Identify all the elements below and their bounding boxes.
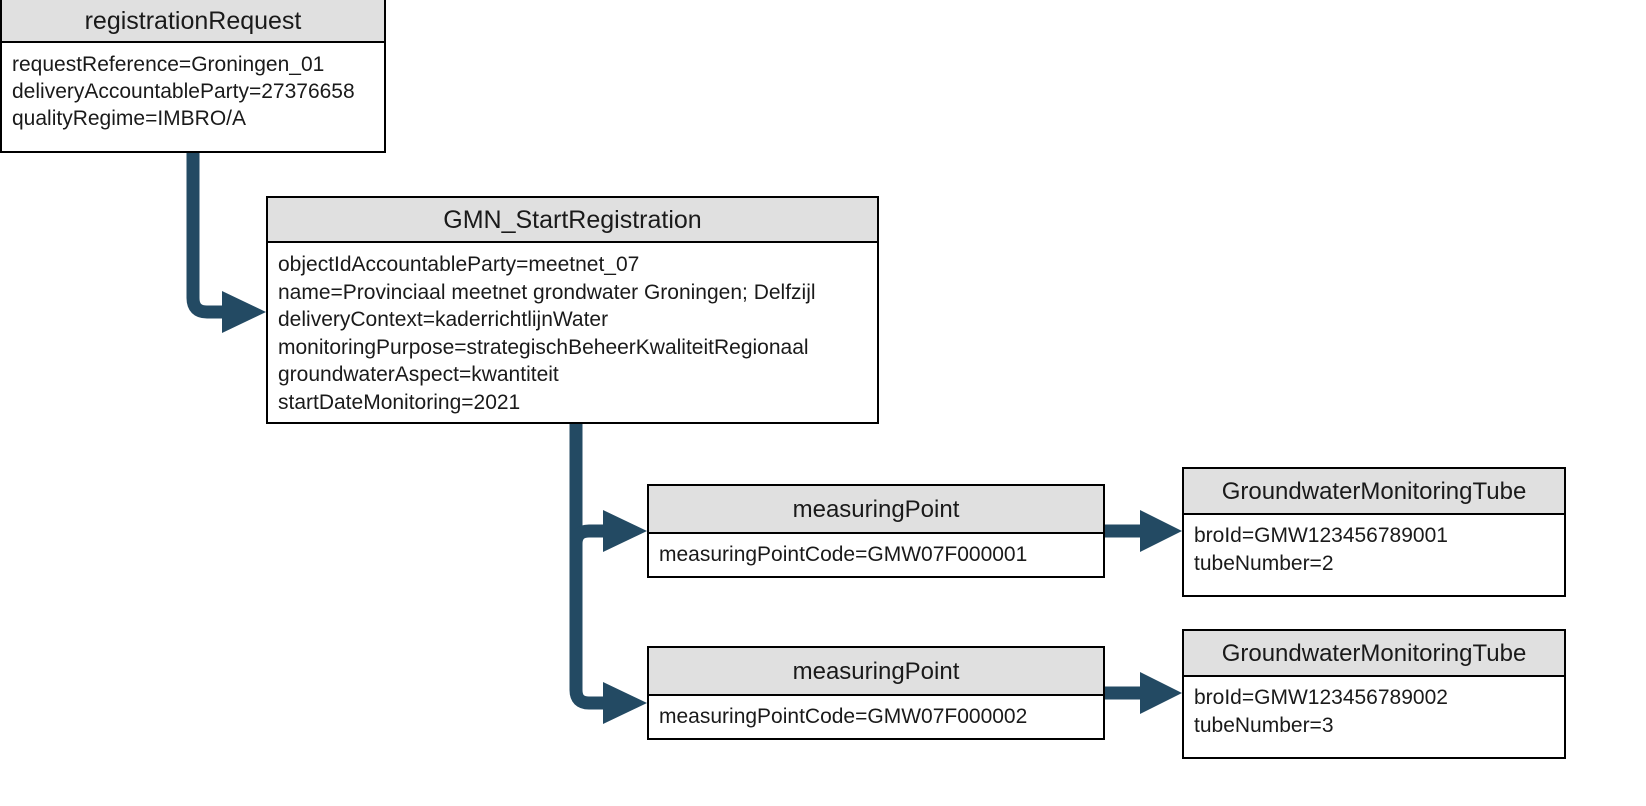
attribute-line: tubeNumber=3 (1194, 714, 1334, 737)
attribute-line: measuringPointCode=GMW07F000001 (659, 543, 1028, 566)
attribute-line: qualityRegime=IMBRO/A (12, 107, 247, 130)
attribute-line: tubeNumber=2 (1194, 552, 1334, 575)
object-title-gmn-start-registration: GMN_StartRegistration (268, 198, 877, 243)
attribute-line: measuringPointCode=GMW07F000002 (659, 705, 1028, 728)
attribute-line: monitoringPurpose=strategischBeheerKwali… (278, 335, 809, 359)
object-attributes-groundwater-monitoring-tube-2: broId=GMW123456789002 tubeNumber=3 (1184, 677, 1564, 746)
attribute-line: deliveryContext=kaderrichtlijnWater (278, 308, 609, 331)
connector-measuring-point-1-to-gw-tube-1 (1105, 510, 1182, 552)
object-box-groundwater-monitoring-tube-2[interactable]: GroundwaterMonitoringTube broId=GMW12345… (1182, 629, 1566, 759)
connector-registration-request-to-gmn-start-registration (186, 153, 266, 333)
object-box-gmn-start-registration[interactable]: GMN_StartRegistration objectIdAccountabl… (266, 196, 879, 424)
object-box-groundwater-monitoring-tube-1[interactable]: GroundwaterMonitoringTube broId=GMW12345… (1182, 467, 1566, 597)
object-box-measuring-point-2[interactable]: measuringPoint measuringPointCode=GMW07F… (647, 646, 1105, 740)
attribute-line: groundwaterAspect=kwantiteit (278, 363, 559, 386)
attribute-line: startDateMonitoring=2021 (278, 390, 521, 414)
object-attributes-gmn-start-registration: objectIdAccountableParty=meetnet_07 name… (268, 243, 877, 422)
object-title-groundwater-monitoring-tube-2: GroundwaterMonitoringTube (1184, 631, 1564, 677)
object-attributes-measuring-point-1: measuringPointCode=GMW07F000001 (649, 534, 1103, 574)
object-title-registration-request: registrationRequest (2, 0, 384, 43)
object-attributes-measuring-point-2: measuringPointCode=GMW07F000002 (649, 696, 1103, 736)
object-box-registration-request[interactable]: registrationRequest requestReference=Gro… (0, 0, 386, 153)
attribute-line: name=Provinciaal meetnet grondwater Gron… (278, 280, 816, 304)
object-box-measuring-point-1[interactable]: measuringPoint measuringPointCode=GMW07F… (647, 484, 1105, 578)
object-attributes-groundwater-monitoring-tube-1: broId=GMW123456789001 tubeNumber=2 (1184, 515, 1564, 584)
attribute-line: objectIdAccountableParty=meetnet_07 (278, 253, 640, 276)
attribute-line: deliveryAccountableParty=27376658 (12, 80, 355, 103)
attribute-line: requestReference=Groningen_01 (12, 53, 325, 76)
attribute-line: broId=GMW123456789001 (1194, 524, 1448, 547)
object-attributes-registration-request: requestReference=Groningen_01 deliveryAc… (2, 43, 384, 138)
attribute-line: broId=GMW123456789002 (1194, 686, 1448, 709)
connector-measuring-point-2-to-gw-tube-2 (1105, 672, 1182, 714)
object-title-measuring-point-2: measuringPoint (649, 648, 1103, 696)
object-title-measuring-point-1: measuringPoint (649, 486, 1103, 534)
object-title-groundwater-monitoring-tube-1: GroundwaterMonitoringTube (1184, 469, 1564, 515)
connector-gmn-start-registration-to-measuring-points (569, 424, 647, 724)
